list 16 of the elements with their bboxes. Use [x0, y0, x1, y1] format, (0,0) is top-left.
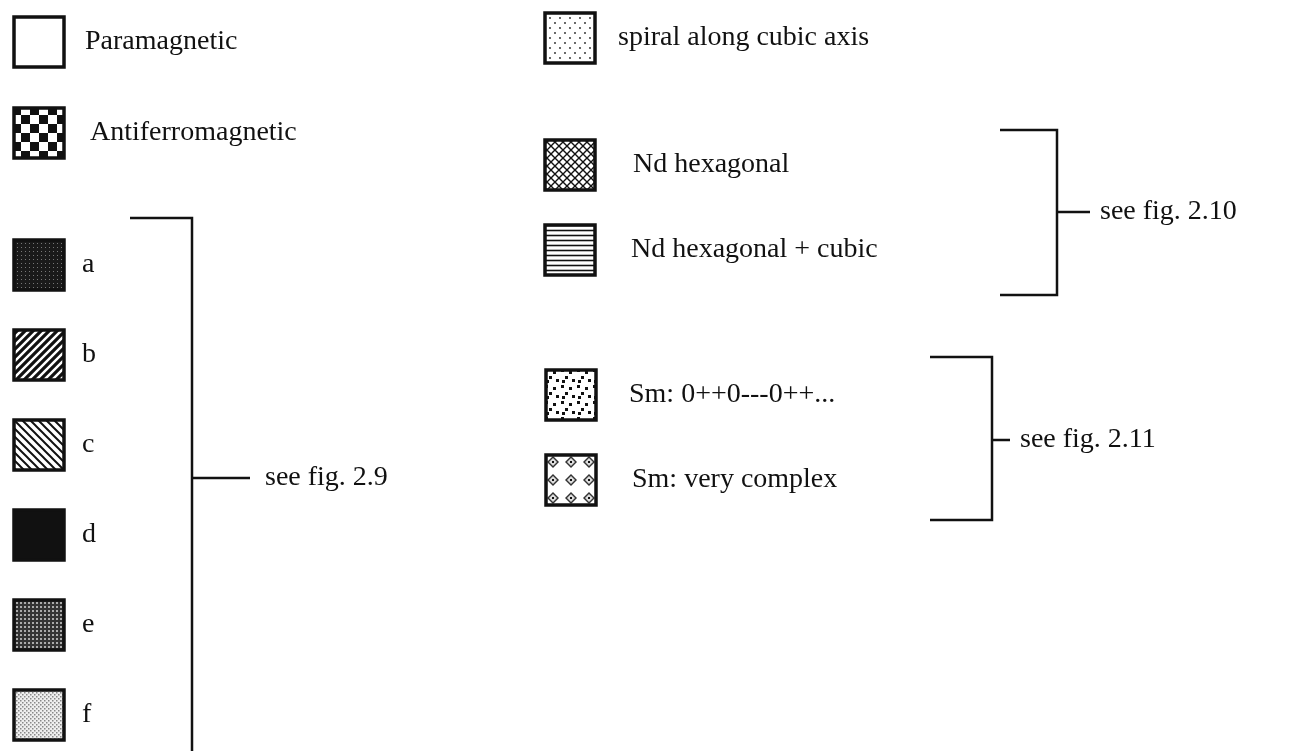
reference-note: see fig. 2.10 [1100, 196, 1237, 224]
legend-label: Sm: 0++0---0++... [629, 379, 836, 407]
legend-label: b [82, 339, 96, 367]
legend-label: d [82, 519, 96, 547]
legend-label: Sm: very complex [632, 464, 838, 492]
reference-note: see fig. 2.11 [1020, 424, 1156, 452]
legend-label: Nd hexagonal + cubic [631, 234, 878, 262]
legend-label: spiral along cubic axis [618, 22, 870, 50]
legend-label: f [82, 699, 92, 727]
legend-label: Nd hexagonal [633, 149, 790, 177]
legend-label: Paramagnetic [85, 26, 238, 54]
legend-label: c [82, 429, 95, 457]
legend-label: e [82, 609, 95, 637]
legend-label: Antiferromagnetic [90, 117, 297, 145]
legend-label: a [82, 249, 95, 277]
reference-note: see fig. 2.9 [265, 462, 388, 490]
